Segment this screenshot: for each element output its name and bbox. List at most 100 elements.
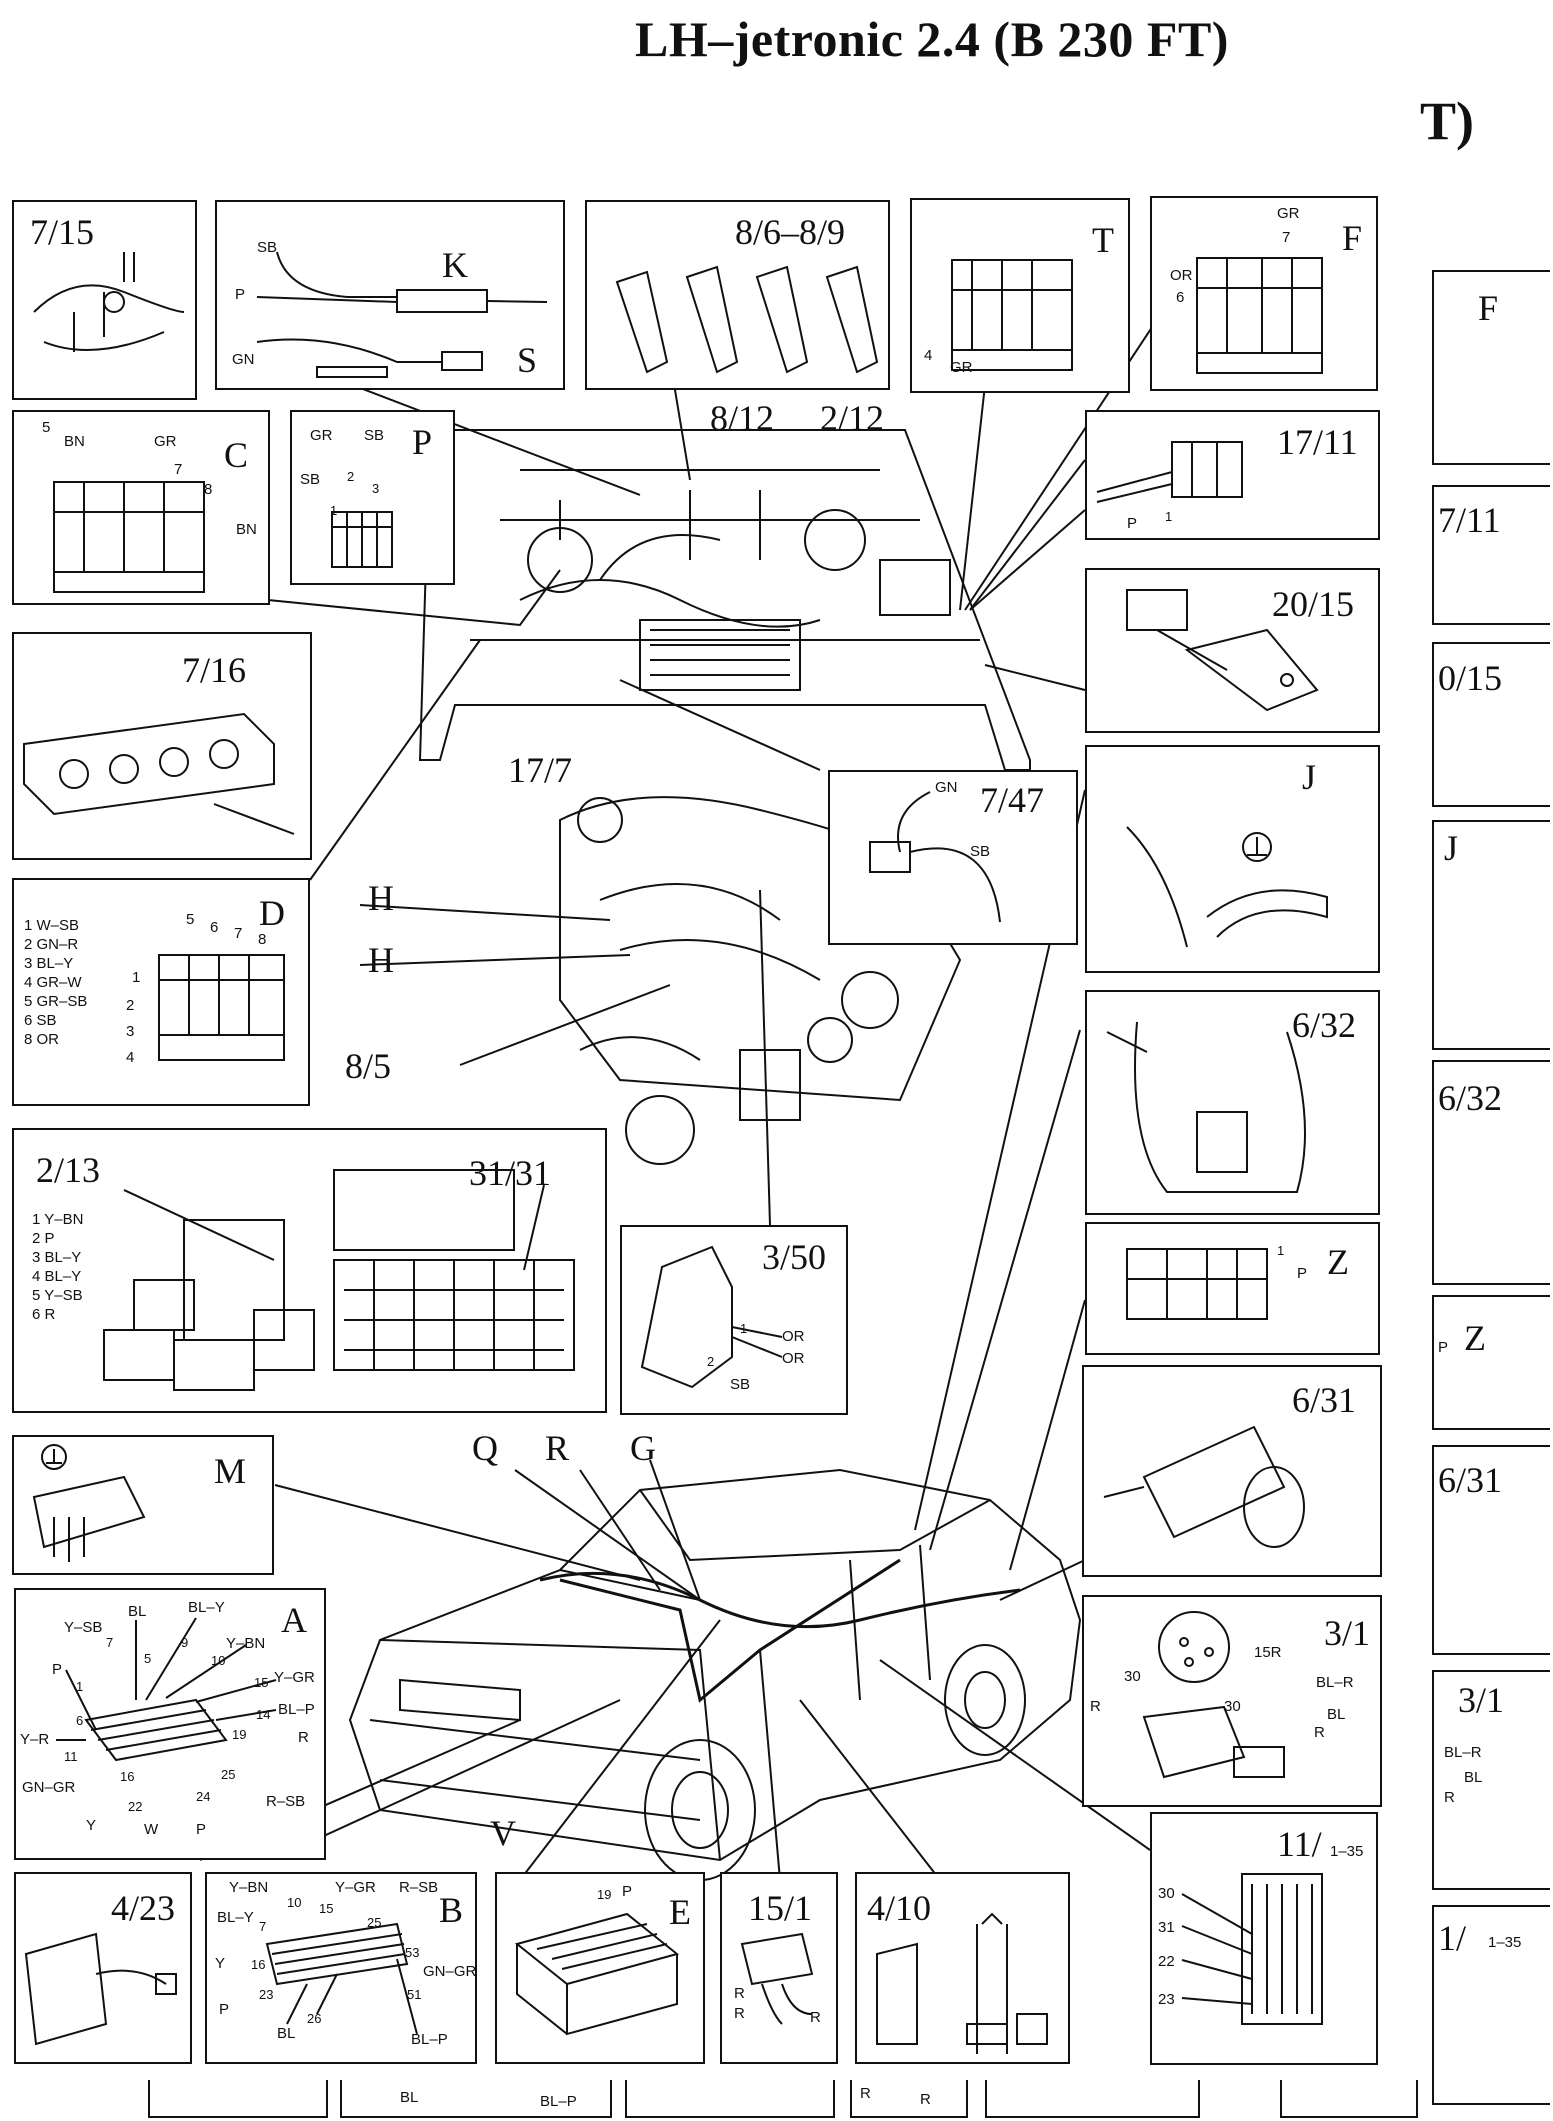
wire-label: 6 (76, 1713, 84, 1728)
engine-bay-outline (418, 429, 1031, 771)
wire-label: Y–GR (274, 1669, 315, 1686)
wire-label: 11 (64, 1749, 78, 1764)
component-7-47[interactable]: 7/47 GN SB (828, 770, 1078, 945)
wire-label: Y–BN (229, 1879, 269, 1896)
wire-label: Y–SB (64, 1619, 103, 1636)
wire-gn: GN (935, 779, 958, 796)
component-4-23-label: 4/23 (111, 1888, 176, 1928)
component-15-1[interactable]: 15/1 R R R (720, 1872, 838, 2064)
wire-label: BL (1327, 1706, 1346, 1723)
component-4-10[interactable]: 4/10 (855, 1872, 1070, 2064)
component-7-15[interactable]: 7/15 (12, 200, 197, 400)
wire-or: OR (1170, 267, 1193, 284)
component-d[interactable]: D 1 W–SB 2 GN–R 3 BL–Y 4 GR–W 5 GR–SB 6 … (12, 878, 310, 1106)
component-k[interactable]: K S SB P GN (215, 200, 565, 390)
wire-label: 25 (367, 1915, 382, 1930)
wire-label: P (196, 1821, 207, 1838)
component-11-label: 11/ (1277, 1824, 1322, 1864)
ground-point-drawing (32, 1444, 146, 1562)
component-11-1-35[interactable]: 11/ 1–35 30 31 22 23 (1150, 1812, 1378, 2065)
component-3-1-label: 3/1 (1324, 1613, 1371, 1653)
component-f[interactable]: F GR 7 OR 6 (1150, 196, 1378, 391)
wire-r-2: R (734, 2005, 745, 2022)
wire-7: 7 (1282, 229, 1291, 246)
wire-sb: SB (970, 843, 991, 860)
component-8-6-8-9[interactable]: 8/6–8/9 (585, 200, 890, 390)
wire-label: 10 (211, 1653, 226, 1668)
wire-label: GN–GR (22, 1779, 76, 1796)
wire-label: 9 (181, 1635, 189, 1650)
component-a[interactable]: A BL BL–Y Y–SB 9 Y–BN 7 10 5 P 15 Y–GR 1… (14, 1588, 326, 1860)
component-6-32[interactable]: 6/32 (1085, 990, 1380, 1215)
wire-p: P (235, 286, 246, 303)
wire-p: P (1297, 1265, 1308, 1282)
component-p[interactable]: P GR SB SB 2 3 1 (290, 410, 455, 585)
wire-label: 5 (144, 1651, 152, 1666)
component-7-47-label: 7/47 (980, 780, 1045, 820)
connector-drawing (53, 481, 205, 593)
component-6-32-label: 6/32 (1292, 1005, 1357, 1045)
component-t[interactable]: T 4 GR (910, 198, 1130, 393)
component-3-1[interactable]: 3/1 15R 30 BL–R R 30 BL R (1082, 1595, 1382, 1807)
wire-label: 1 (76, 1679, 84, 1694)
edge-fragment: 6/32 (1438, 1078, 1503, 1118)
component-2-13[interactable]: 2/13 31/31 1 Y–BN 2 P 3 BL–Y 4 BL–Y 5 Y–… (12, 1128, 607, 1413)
component-z-label: Z (1327, 1242, 1349, 1282)
component-4-23[interactable]: 4/23 (14, 1872, 192, 2064)
wire-gr: GR (950, 359, 973, 376)
component-b[interactable]: B Y–BN 10 Y–GR R–SB BL–Y 15 7 25 Y 16 53… (205, 1872, 477, 2064)
wire-or: OR (782, 1328, 805, 1345)
wire-label: 51 (407, 1987, 422, 2002)
wire-label: 30 (1224, 1698, 1241, 1715)
ground-point-drawing (1126, 826, 1328, 948)
component-7-16[interactable]: 7/16 (12, 632, 312, 860)
pin-entry: 8 OR (24, 1031, 60, 1048)
pin-number: 8 (258, 931, 267, 948)
wire-label: P (52, 1661, 63, 1678)
component-z[interactable]: Z 1 P (1085, 1222, 1380, 1355)
wire-label: 7 (106, 1635, 114, 1650)
module-drawing (740, 1932, 814, 2025)
pin-22: 22 (1158, 1953, 1175, 1970)
wire-label: BL (277, 2025, 296, 2042)
pin-entry: 3 BL–Y (32, 1249, 82, 1266)
bottom-edge-bleed: BL BL–P R R (0, 2080, 1418, 2121)
edge-fragment: 6/31 (1438, 1460, 1503, 1500)
page-title: LH–jetronic 2.4 (B 230 FT) (635, 11, 1229, 67)
sensor-drawing (33, 252, 185, 352)
pin-number: 7 (234, 925, 243, 942)
wire-label: R–SB (399, 1879, 439, 1896)
wire-label: 23 (259, 1987, 274, 2002)
component-6-31-label: 6/31 (1292, 1380, 1357, 1420)
wire-label: 30 (1124, 1668, 1141, 1685)
component-6-31[interactable]: 6/31 (1082, 1365, 1382, 1577)
component-15-1-label: 15/1 (748, 1888, 813, 1928)
pin-entry: 2 GN–R (24, 936, 79, 953)
edge-fragment: F (1478, 288, 1499, 328)
component-c[interactable]: C 5 BN GR 7 8 BN (12, 410, 270, 605)
component-17-11[interactable]: 17/11 P 1 (1085, 410, 1380, 540)
component-j[interactable]: J (1085, 745, 1380, 973)
relay-panel-drawing (103, 1169, 575, 1391)
bottom-fragment: R (920, 2091, 931, 2108)
wire-label: W (144, 1821, 159, 1838)
pin-1: 1 (330, 503, 338, 518)
pin-entry: 3 BL–Y (24, 955, 74, 972)
edge-fragment: 3/1 (1458, 1680, 1505, 1720)
wire-label: Y–R (20, 1731, 50, 1748)
wire-sb: SB (730, 1376, 751, 1393)
pin-1: 1 (1165, 509, 1173, 524)
component-3-50[interactable]: 3/50 1 OR 2 OR SB (620, 1225, 848, 1415)
wire-label: 19 (232, 1727, 247, 1742)
component-e[interactable]: E 19 P (495, 1872, 705, 2064)
wire-label: Y (215, 1955, 226, 1972)
throttle-switch-drawing (876, 1912, 1048, 2054)
pin-entry: 2 P (32, 1230, 55, 1247)
wire-label: Y–BN (226, 1635, 266, 1652)
component-20-15[interactable]: 20/15 (1085, 568, 1380, 733)
car-body-outline (348, 1468, 1082, 1862)
component-f-label: F (1342, 218, 1363, 258)
component-m[interactable]: M (12, 1435, 274, 1575)
wire-gr: GR (154, 433, 177, 450)
callout-8-5: 8/5 (345, 1046, 392, 1086)
